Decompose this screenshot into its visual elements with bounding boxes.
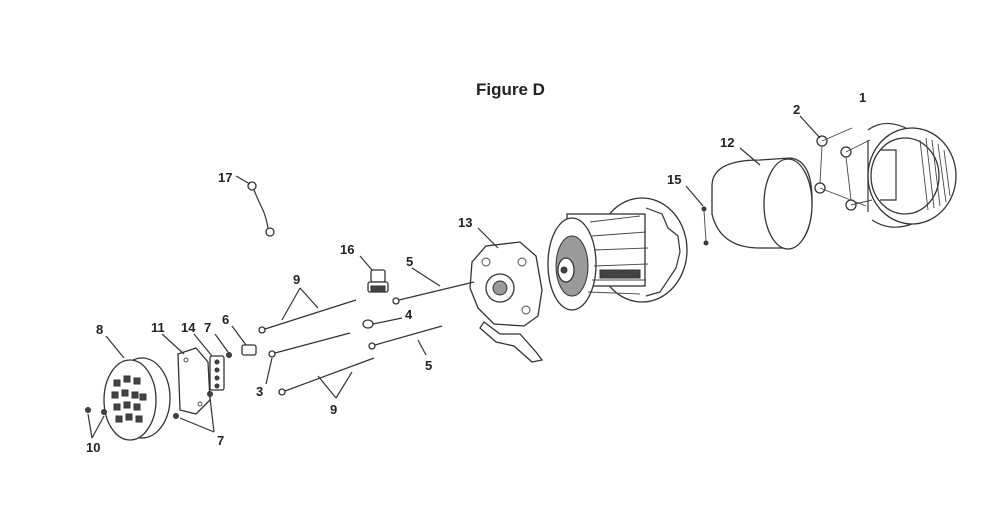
part-5-rod-lower	[368, 325, 443, 356]
callout-2: 2	[793, 102, 801, 117]
part-15-pin	[685, 185, 709, 246]
callout-3: 3	[256, 384, 264, 399]
part-6-connector	[231, 325, 257, 356]
part-12-cover-cylinder	[711, 147, 813, 250]
callout-1: 1	[859, 90, 867, 105]
callout-7-upper: 7	[204, 320, 212, 335]
callout-4: 4	[405, 307, 413, 322]
part-7-screw-upper	[214, 333, 232, 358]
part-7-screws-lower	[173, 391, 215, 433]
part-16-fitting	[359, 255, 389, 293]
callout-11: 11	[151, 320, 165, 335]
rotor-assembly	[547, 197, 688, 311]
part-1-end-housing	[867, 122, 957, 228]
part-10-screws	[85, 407, 107, 439]
part-13-end-bracket	[469, 227, 544, 363]
part-8-end-cover	[103, 335, 171, 441]
callout-8: 8	[96, 322, 104, 337]
part-9-bolts-lower	[278, 357, 375, 399]
callout-9-upper: 9	[293, 272, 301, 287]
part-2-bolts	[799, 115, 873, 211]
callout-9-lower: 9	[330, 402, 338, 417]
part-4-washer	[362, 317, 403, 329]
callout-12: 12	[720, 135, 735, 150]
part-17-wire	[235, 175, 275, 237]
callout-10: 10	[86, 440, 101, 455]
callout-17: 17	[218, 170, 233, 185]
callout-6: 6	[222, 312, 230, 327]
callout-7-lower: 7	[217, 433, 225, 448]
callout-16: 16	[340, 242, 355, 257]
figure-title: Figure D	[476, 80, 545, 99]
callout-5-upper: 5	[406, 254, 414, 269]
callout-5-lower: 5	[425, 358, 433, 373]
callout-15: 15	[667, 172, 682, 187]
part-11-cover-plate	[161, 333, 211, 415]
part-14-terminal-block	[193, 333, 225, 391]
callout-13: 13	[458, 215, 473, 230]
part-3-rod	[265, 332, 351, 385]
part-5-rod-upper	[392, 267, 475, 305]
part-9-bolts-upper	[258, 287, 357, 334]
callout-14: 14	[181, 320, 196, 335]
